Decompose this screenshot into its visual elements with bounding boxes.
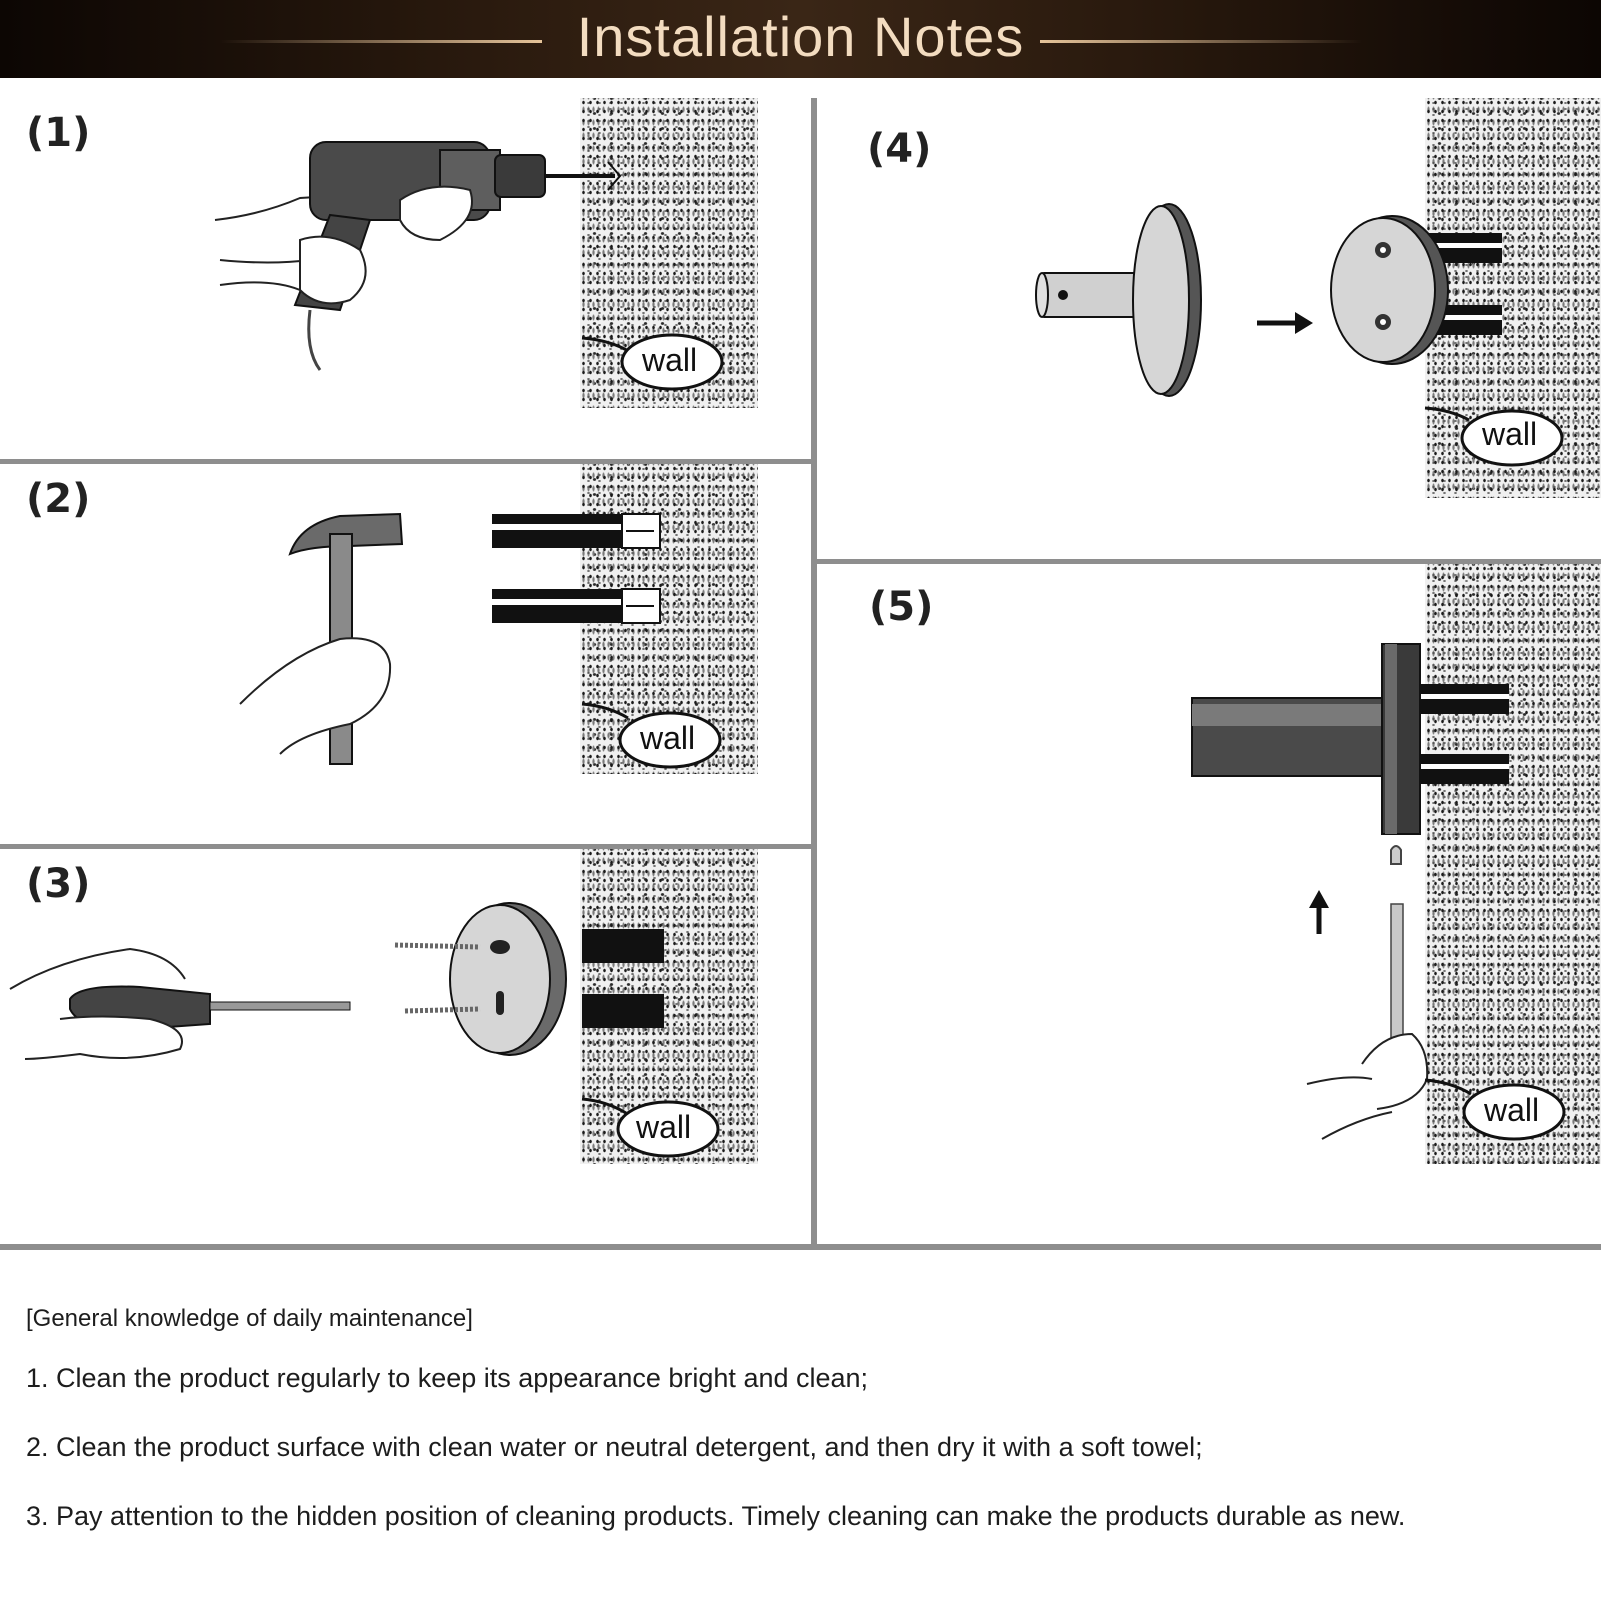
header-line-left xyxy=(220,40,542,43)
wall-label: wall xyxy=(1482,416,1538,452)
divider-2-3 xyxy=(0,844,811,849)
wall-label: wall xyxy=(642,342,698,378)
wall-texture xyxy=(1425,564,1601,1164)
step-1-panel: (1) wall xyxy=(0,90,811,459)
step-4-number: (4) xyxy=(867,126,932,172)
holder-icon xyxy=(1035,203,1502,397)
maintenance-item: 1. Clean the product regularly to keep i… xyxy=(26,1363,869,1393)
step-5-panel: (5) wall xyxy=(817,564,1601,1244)
step-5-number: (5) xyxy=(869,584,934,630)
installation-steps: (1) wall (2) xyxy=(0,90,1601,1250)
maintenance-heading: [General knowledge of daily maintenance] xyxy=(26,1305,473,1332)
screwdriver-icon xyxy=(9,947,351,1060)
maintenance-item: 3. Pay attention to the hidden position … xyxy=(26,1501,1406,1531)
step-2-number: (2) xyxy=(26,476,91,522)
header-banner: Installation Notes xyxy=(0,0,1601,78)
page-title: Installation Notes xyxy=(576,5,1025,68)
step-3-panel: (3) wall xyxy=(0,849,811,1244)
step-3-number: (3) xyxy=(26,861,91,907)
speech-bubble-icon xyxy=(581,702,722,769)
bottom-divider xyxy=(0,1244,1601,1250)
vertical-divider xyxy=(811,98,817,1250)
maintenance-item: 2. Clean the product surface with clean … xyxy=(26,1432,1203,1462)
wall-label: wall xyxy=(1484,1092,1540,1128)
step-1-number: (1) xyxy=(26,110,91,156)
speech-bubble-icon xyxy=(581,1097,720,1158)
speech-bubble-icon xyxy=(581,333,724,391)
speech-bubble-icon xyxy=(1424,406,1564,467)
drill-icon xyxy=(214,141,622,371)
speech-bubble-icon xyxy=(1424,1078,1566,1141)
wall-label: wall xyxy=(636,1109,692,1145)
divider-4-5 xyxy=(817,559,1601,564)
header-line-right xyxy=(1040,40,1362,43)
wall-label: wall xyxy=(640,720,696,756)
step-2-panel: (2) wall xyxy=(0,464,811,844)
maintenance-section: [General knowledge of daily maintenance]… xyxy=(26,1305,1586,1570)
wall-anchor-icon xyxy=(492,513,661,624)
allen-key-icon xyxy=(1191,643,1509,1140)
hammer-icon xyxy=(239,512,404,765)
step-4-panel: (4) wall xyxy=(817,90,1601,559)
wall-plate-icon xyxy=(394,902,664,1056)
divider-1-2 xyxy=(0,459,811,464)
